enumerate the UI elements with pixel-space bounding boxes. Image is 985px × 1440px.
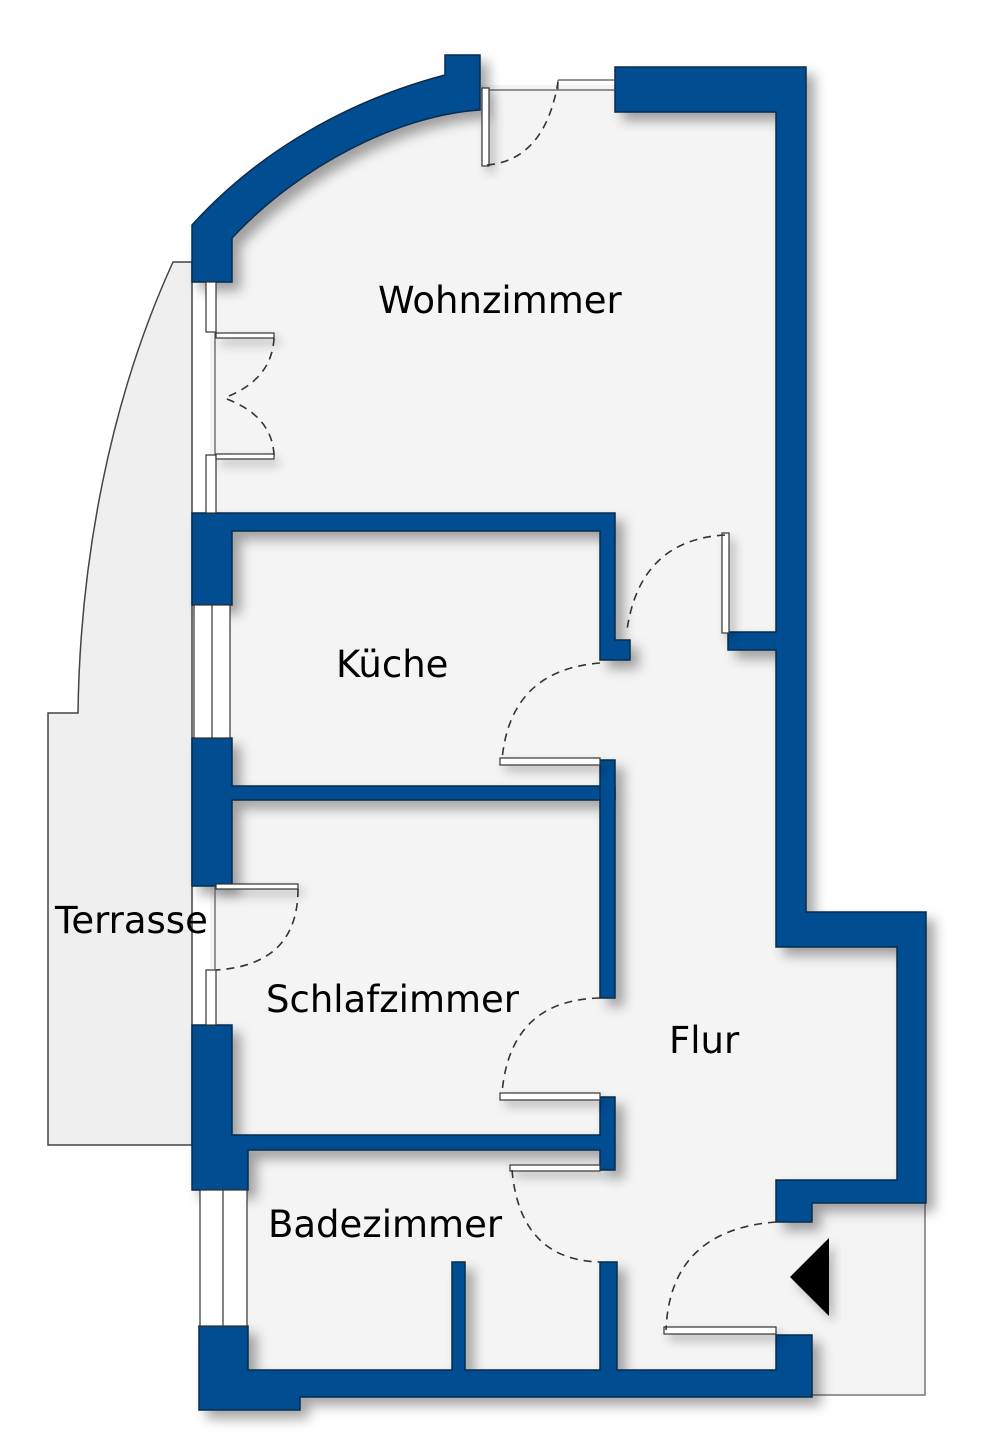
walls	[191, 54, 927, 1411]
room-label-badezimmer: Badezimmer	[268, 1203, 503, 1246]
door-badezimmer	[509, 1164, 601, 1172]
terrace-area	[47, 261, 193, 1146]
door-schlafzimmer	[499, 1092, 601, 1101]
door-schlafzimmer-terrace	[215, 883, 299, 890]
door-wohnzimmer-top	[481, 87, 490, 167]
door-kueche	[499, 757, 601, 766]
door-entrance	[663, 1326, 777, 1335]
wall-corridor-upper	[599, 759, 616, 999]
door-leaves	[215, 87, 777, 1335]
room-label-terrasse: Terrasse	[55, 899, 208, 942]
door-swings	[215, 81, 777, 1331]
door-wohnzimmer-terrace-1	[215, 332, 275, 339]
entrance-triangle-icon	[790, 1238, 829, 1316]
windows	[193, 79, 615, 1327]
room-label-schlafzimmer: Schlafzimmer	[266, 978, 520, 1021]
room-label-kueche: Küche	[336, 643, 449, 686]
door-wohnzimmer-flur	[721, 532, 730, 634]
wall-south	[198, 1261, 813, 1411]
wall-curved	[191, 54, 481, 283]
room-label-wohnzimmer: Wohnzimmer	[378, 279, 622, 322]
entrance-outline	[810, 1195, 926, 1396]
apartment-floor	[210, 80, 925, 1395]
wall-north-east	[614, 66, 927, 1223]
room-label-flur: Flur	[669, 1019, 740, 1062]
door-wohnzimmer-terrace-2	[215, 453, 275, 460]
wall-west-lower	[191, 1024, 616, 1191]
